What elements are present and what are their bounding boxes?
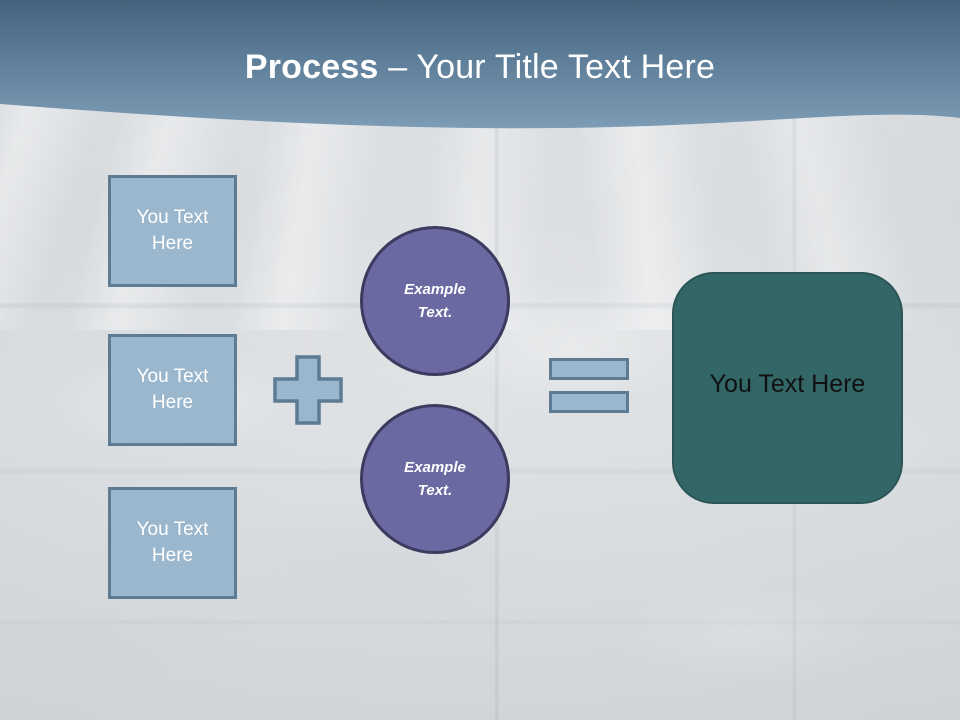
plus-icon xyxy=(273,355,343,425)
input-box-2-line2: Here xyxy=(151,392,194,413)
example-circle-2-line1: Example xyxy=(404,458,466,476)
input-box-3-line2: Here xyxy=(151,545,194,566)
example-circle-2-line2: Text. xyxy=(417,482,453,499)
page-title-bold: Process xyxy=(244,48,379,86)
slide-header-banner: Process – Your Title Text Here xyxy=(0,0,960,140)
header-curve-shape xyxy=(0,0,960,129)
example-circle-2[interactable]: Example Text. xyxy=(360,404,510,554)
input-box-1-text: You Text Here xyxy=(137,205,209,256)
input-box-3-line1: You Text xyxy=(136,519,209,541)
result-box-label: You Text Here xyxy=(709,369,866,398)
input-box-3-text: You Text Here xyxy=(137,517,209,568)
example-circle-1-line2: Text. xyxy=(417,304,453,321)
input-box-2-text: You Text Here xyxy=(137,364,209,415)
equals-bar-top xyxy=(549,358,629,380)
equals-icon xyxy=(549,358,629,418)
input-box-3[interactable]: You Text Here xyxy=(108,487,237,599)
example-circle-1[interactable]: Example Text. xyxy=(360,226,510,376)
input-box-1-line2: Here xyxy=(151,233,194,254)
plus-sign-shape xyxy=(273,355,343,425)
page-title: Process – Your Title Text Here xyxy=(0,50,960,84)
page-title-rest: – Your Title Text Here xyxy=(378,48,716,86)
result-box[interactable]: You Text Here xyxy=(672,272,903,504)
equals-bar-bottom xyxy=(549,391,629,413)
input-box-2[interactable]: You Text Here xyxy=(108,334,237,446)
input-box-2-line1: You Text xyxy=(136,366,209,388)
example-circle-1-line1: Example xyxy=(404,280,466,298)
input-box-1[interactable]: You Text Here xyxy=(108,175,237,287)
input-box-1-line1: You Text xyxy=(136,207,209,229)
